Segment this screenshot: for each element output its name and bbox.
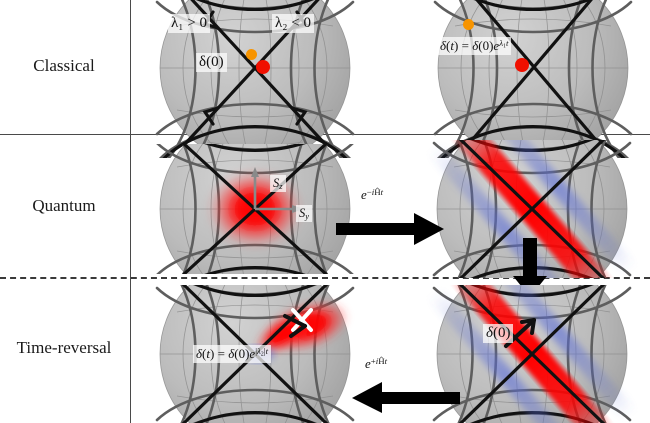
black-arrowhead-marker — [283, 314, 307, 338]
time-reversal-growth-label: δ(t) = δ(0)e|λ2|t — [193, 345, 272, 363]
wigner-negative-lobes — [428, 140, 636, 278]
classical-initial-fixed-point — [256, 60, 270, 74]
classical-evolved-fixed-point — [515, 58, 529, 72]
forward-evolution-label: e−iĤt — [358, 186, 387, 204]
time-reversal-refocused-sphere — [155, 285, 355, 423]
classical-evolved-perturbed-point — [463, 19, 474, 30]
row-label-classical: Classical — [33, 56, 95, 75]
row-label-quantum: Quantum — [32, 196, 96, 215]
classical-delta0-label: δ(0) — [196, 53, 227, 72]
forward-evolution-arrow — [336, 212, 446, 251]
lambda2-label: λ₂ < 0 — [272, 14, 314, 33]
row-divider-dashed-time-reversal — [0, 277, 650, 279]
lambda1-label: λ₁ > 0 — [168, 14, 210, 33]
classical-initial-perturbed-point — [246, 49, 257, 60]
row-divider-classical-quantum — [0, 134, 650, 135]
column-divider — [130, 0, 131, 423]
row-label-time-reversal: Time-reversal — [16, 338, 112, 357]
classical-evolved-sphere — [428, 0, 638, 158]
classical-growth-label: δ(t) = δ(0)eλ1t — [437, 37, 512, 55]
backward-evolution-label: e+iĤt — [362, 355, 391, 373]
time-reversal-delta0-label: δ(0) — [483, 324, 514, 343]
white-x-marker — [291, 308, 313, 332]
wigner-negative-lobes-2 — [428, 285, 636, 423]
spin-z-axis-label: Sz — [270, 175, 286, 193]
downward-transfer-arrow — [512, 238, 548, 303]
quantum-evolved-sphere — [424, 140, 640, 278]
time-reversal-start-sphere — [424, 285, 640, 423]
backward-evolution-arrow — [352, 382, 460, 419]
quantum-initial-sphere — [155, 144, 355, 274]
spin-y-axis-label: Sy — [296, 205, 313, 223]
